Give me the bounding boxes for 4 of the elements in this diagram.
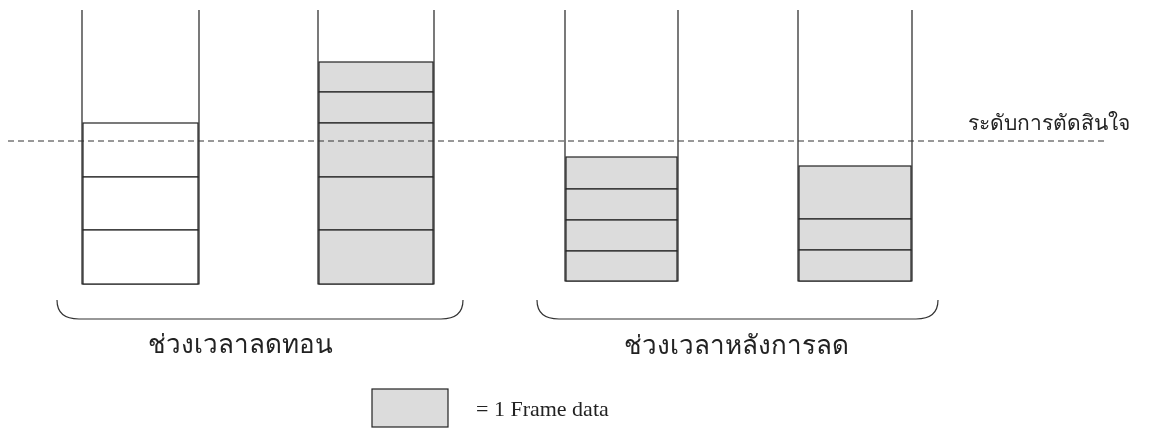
period-label: ช่วงเวลาลดทอน — [148, 329, 333, 361]
threshold-label: ระดับการตัดสินใจ — [968, 111, 1130, 137]
period-label: ช่วงเวลาหลังการลด — [624, 330, 849, 362]
legend-label: = 1 Frame data — [476, 396, 609, 423]
